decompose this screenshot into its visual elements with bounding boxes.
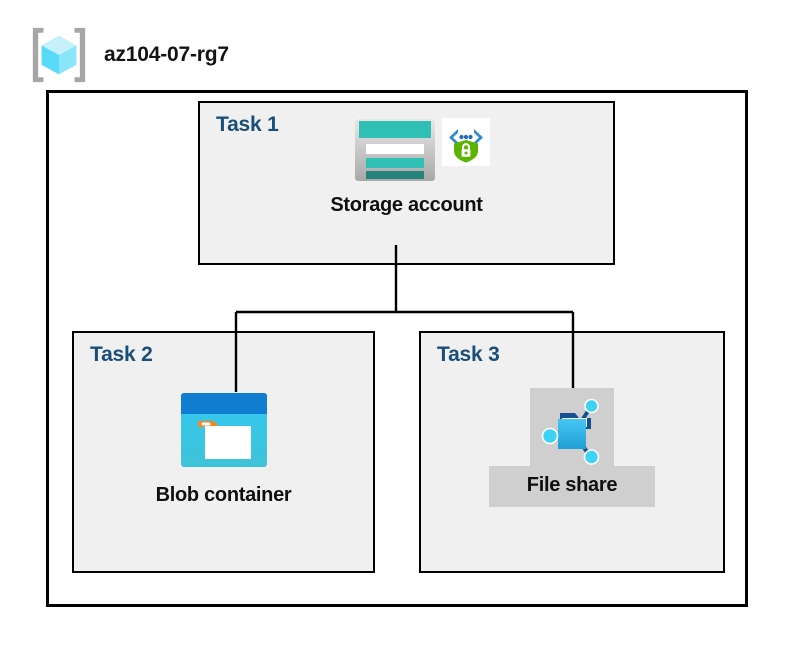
resource-group-header: az104-07-rg7	[28, 24, 229, 86]
resource-group-name: az104-07-rg7	[104, 43, 229, 66]
resource-group-cube-icon	[28, 24, 90, 86]
task-3-label: Task 3	[437, 343, 500, 366]
blob-container-node[interactable]: Blob container	[72, 392, 375, 507]
storage-account-icon-group	[354, 118, 490, 182]
secure-endpoint-shield-lock-icon	[441, 118, 490, 166]
storage-account-node[interactable]: Storage account	[198, 118, 615, 217]
task-2-label: Task 2	[90, 343, 153, 366]
task-1-label: Task 1	[216, 113, 279, 136]
blob-container-icon	[180, 392, 268, 468]
blob-container-caption: Blob container	[155, 484, 292, 506]
file-share-caption: File share	[526, 474, 618, 496]
storage-account-icon	[354, 118, 436, 182]
file-share-icon-highlight	[530, 388, 614, 472]
storage-account-caption: Storage account	[330, 194, 483, 216]
file-share-folder-icon	[533, 391, 611, 469]
file-share-label-highlight: File share	[488, 466, 656, 507]
file-share-node[interactable]: File share	[419, 388, 725, 507]
